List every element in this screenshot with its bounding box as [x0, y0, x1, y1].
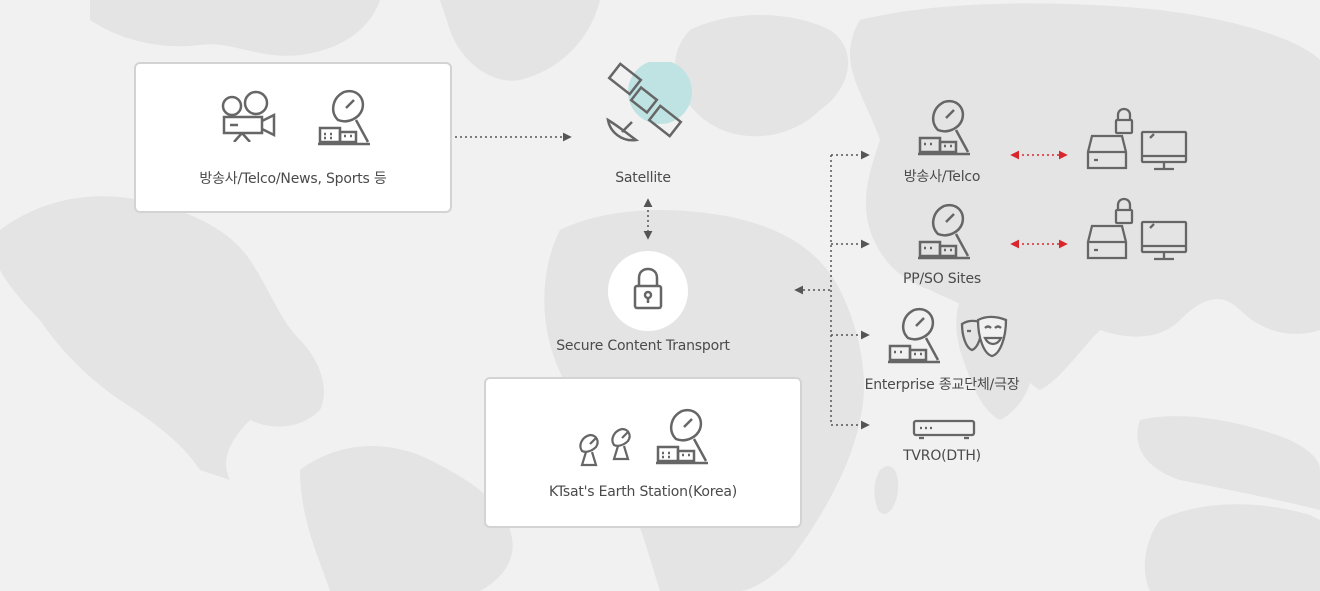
asia-shape	[850, 3, 1320, 390]
greenland-shape	[440, 0, 600, 81]
locked-storage-icon	[1086, 106, 1144, 172]
south-america-shape	[300, 446, 513, 591]
theater-masks-icon	[958, 314, 1010, 360]
satellite-dish-building-icon	[654, 405, 710, 467]
satellite-dish-building-icon	[916, 200, 972, 262]
australia-shape	[1144, 504, 1320, 591]
source-box: 방송사/Telco/News, Sports 등	[134, 62, 452, 213]
small-dish-icon	[608, 425, 636, 461]
set-top-box-icon	[912, 418, 976, 440]
north-america-shape	[0, 196, 324, 480]
destination-label-broadcaster: 방송사/Telco	[903, 169, 981, 185]
satellite-dish-building-icon	[916, 96, 972, 158]
satellite-dish-building-icon	[316, 86, 372, 148]
padlock-icon	[632, 267, 664, 311]
monitor-icon	[1140, 220, 1188, 262]
satellite-label: Satellite	[615, 170, 671, 186]
india-shape	[956, 300, 1033, 420]
small-dish-icon	[576, 431, 604, 467]
satellite-icon	[602, 62, 698, 158]
destination-label-enterprise: Enterprise 종교단체/극장	[864, 377, 1020, 393]
destination-label-tvro: TVRO(DTH)	[903, 448, 981, 464]
earth-station-box: KTsat's Earth Station(Korea)	[484, 377, 802, 528]
movie-camera-icon	[218, 90, 280, 142]
satellite-dish-building-icon	[886, 304, 942, 366]
arctic-shape	[90, 0, 380, 56]
earth-station-label: KTsat's Earth Station(Korea)	[548, 484, 738, 500]
transport-circle	[608, 251, 688, 331]
europe-shape	[674, 15, 849, 137]
madagascar-shape	[874, 466, 899, 514]
monitor-icon	[1140, 130, 1188, 172]
destination-label-pp-so: PP/SO Sites	[903, 271, 981, 287]
transport-label: Secure Content Transport	[556, 338, 730, 354]
indonesia-shape	[1137, 416, 1320, 510]
locked-storage-icon	[1086, 196, 1144, 262]
source-box-label: 방송사/Telco/News, Sports 등	[199, 171, 387, 187]
